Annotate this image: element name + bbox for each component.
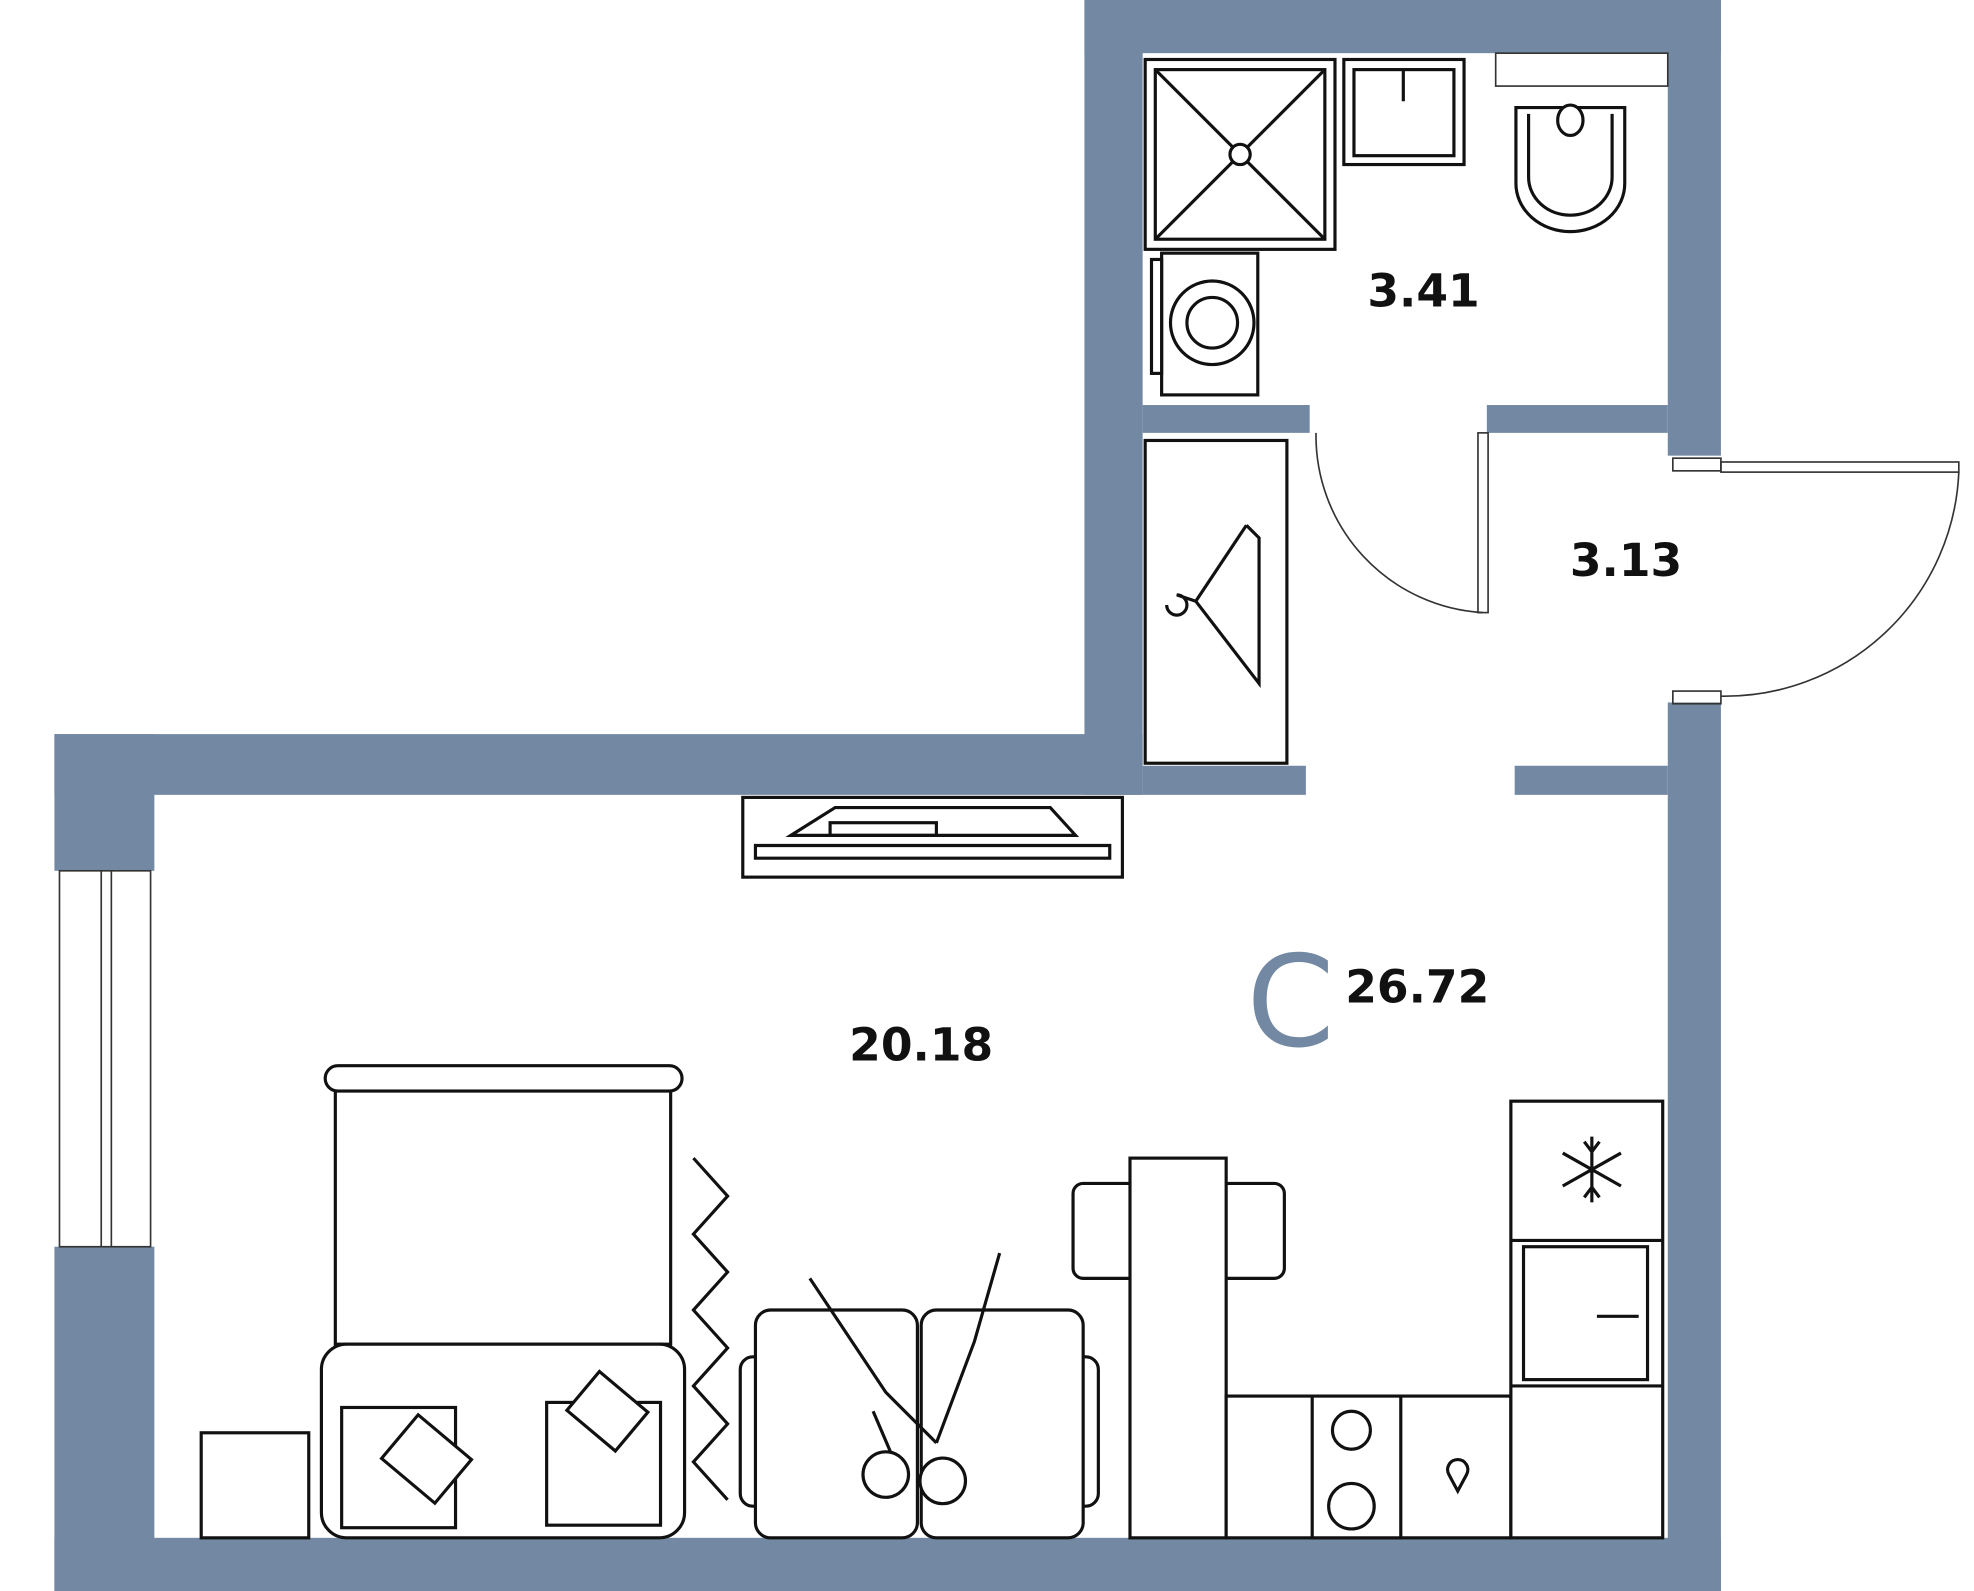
total-area: 26.72: [1345, 960, 1489, 1013]
window-left: [58, 869, 152, 1248]
bed-icon: [319, 1064, 687, 1540]
sink-icon: [1342, 57, 1466, 167]
hallway-area: 3.13: [1570, 534, 1682, 587]
partition-icon: [691, 1157, 730, 1501]
wardrobe-icon: [1143, 438, 1289, 765]
entrance-door: [1672, 457, 1960, 705]
walls: [54, 0, 1721, 1591]
sofa-icon: [738, 1252, 1100, 1540]
living-room-area: 20.18: [849, 1019, 993, 1072]
bathroom-door: [1315, 432, 1489, 614]
dining-table-icon: [1071, 1156, 1286, 1540]
shower-icon: [1143, 57, 1337, 251]
washing-machine-icon: [1149, 251, 1260, 397]
nightstand-icon: [199, 1431, 311, 1540]
freezer-icon: [1561, 1136, 1622, 1203]
window-bathroom: [1494, 52, 1669, 87]
toilet-icon: [1514, 103, 1627, 234]
apartment-type: C: [1246, 928, 1334, 1075]
bathroom-area: 3.41: [1367, 264, 1479, 317]
tv-stand-icon: [741, 795, 1124, 879]
